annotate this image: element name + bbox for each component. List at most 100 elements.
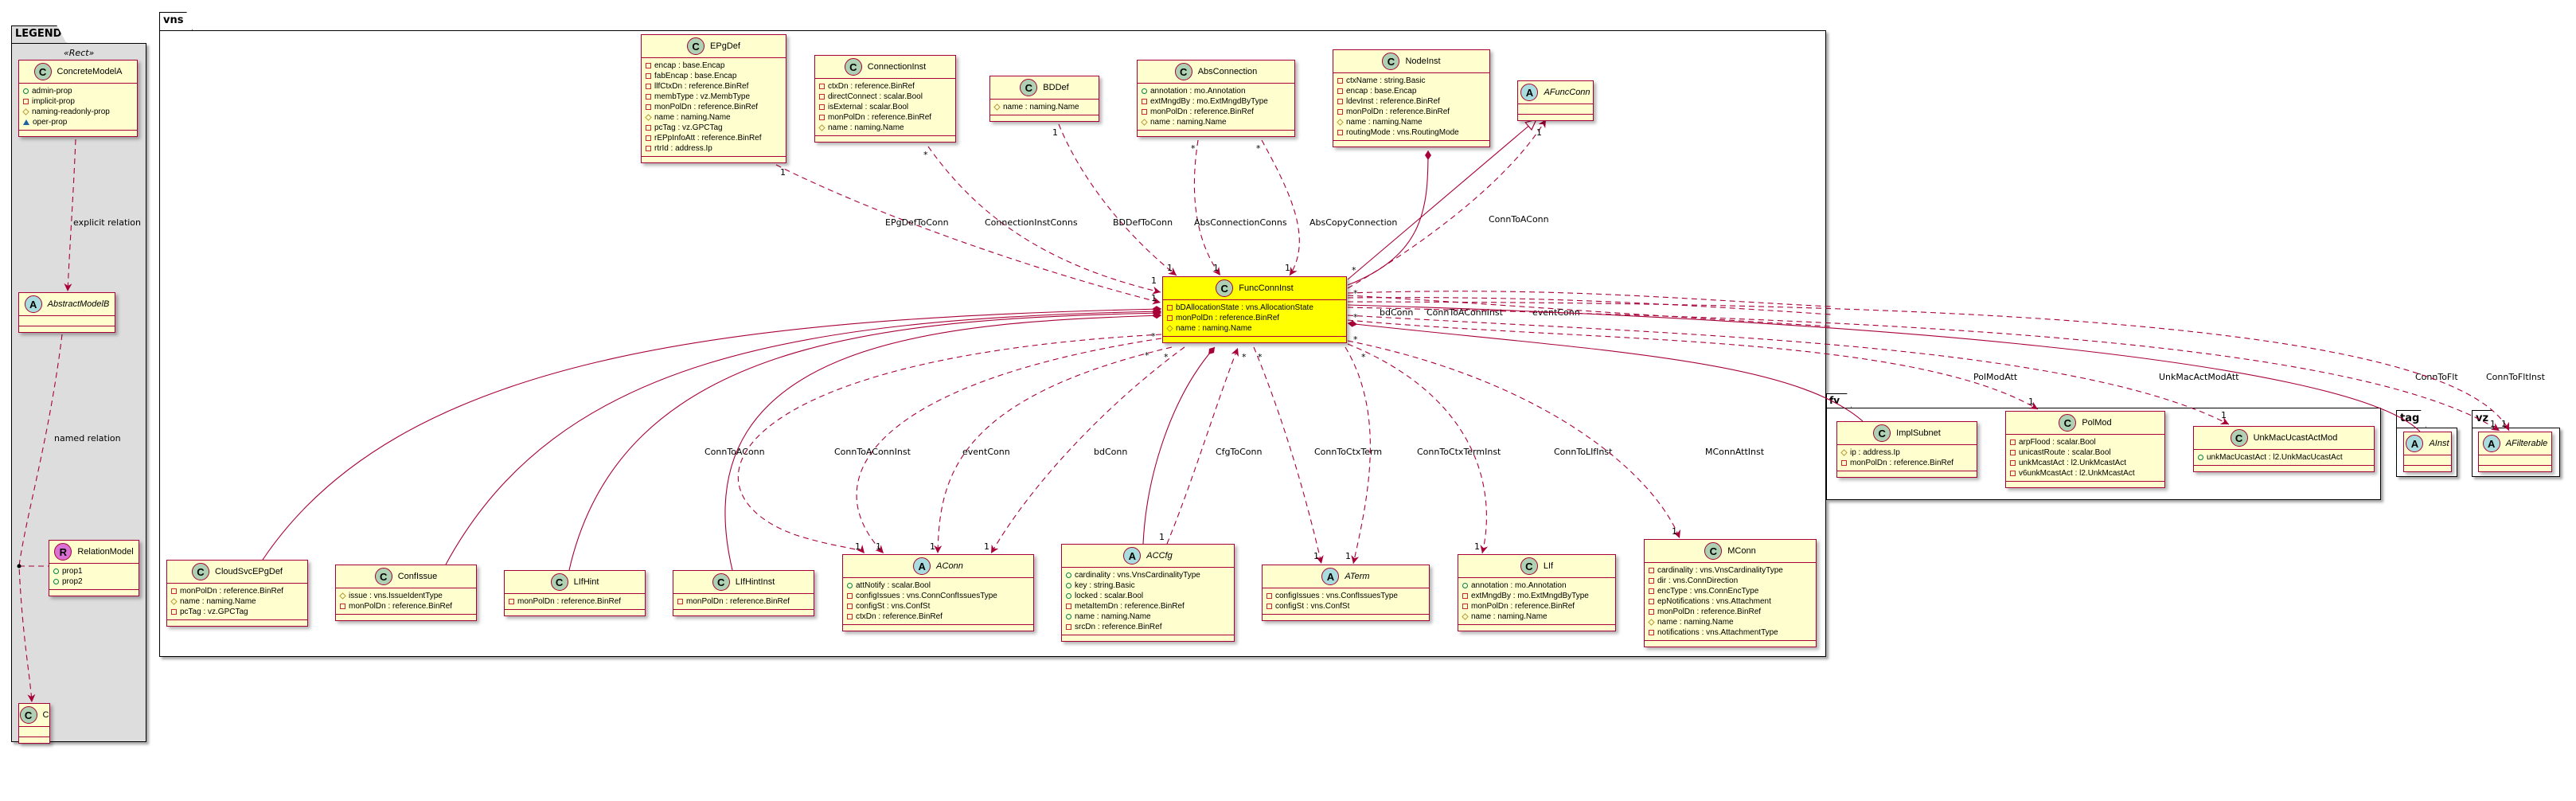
attribute: name : naming.Name — [1141, 117, 1291, 127]
target-multiplicity: 1 — [855, 541, 861, 552]
method-list — [2479, 466, 2551, 471]
attribute-text: monPolDn : reference.BinRef — [180, 587, 284, 596]
attribute-text: metaItemDn : reference.BinRef — [1075, 602, 1185, 611]
attribute: monPolDn : reference.BinRef — [1337, 107, 1486, 117]
relation-label: bdConn — [1094, 447, 1127, 457]
attribute: prop2 — [53, 576, 135, 587]
class-name: EPgDef — [710, 41, 740, 51]
class-name: ATerm — [1345, 572, 1370, 581]
private-visibility-icon — [1462, 593, 1468, 599]
attribute-text: name : naming.Name — [180, 597, 256, 606]
relation-label: ConnToAConn — [704, 447, 765, 457]
method-list — [642, 157, 786, 162]
attribute: monPolDn : reference.BinRef — [1462, 601, 1612, 611]
attribute-text: directConnect : scalar.Bool — [828, 92, 923, 101]
source-multiplicity: * — [1258, 352, 1263, 362]
public-visibility-icon — [1066, 614, 1071, 619]
attribute-text: annotation : mo.Annotation — [1471, 581, 1567, 590]
attribute: ctxDn : reference.BinRef — [847, 611, 1030, 622]
class-name: AbsConnection — [1197, 67, 1258, 76]
attribute: monPolDn : reference.BinRef — [1649, 607, 1813, 617]
attribute: ctxName : string.Basic — [1337, 76, 1486, 86]
private-visibility-icon — [509, 599, 514, 604]
relation-label: AbsConnectionConns — [1194, 217, 1287, 228]
target-multiplicity: 1 — [2028, 397, 2034, 407]
target-multiplicity: 1 — [1672, 526, 1677, 537]
relation-edge-named relation — [18, 334, 63, 703]
attribute-text: name : naming.Name — [654, 113, 731, 122]
target-multiplicity: 1 — [1151, 275, 1157, 286]
attribute-text: pcTag : vz.GPCTag — [180, 608, 248, 616]
package-legend — [11, 43, 146, 742]
public-visibility-icon — [2198, 455, 2203, 460]
attribute: notifications : vns.AttachmentType — [1649, 627, 1813, 638]
source-multiplicity: * — [1352, 265, 1356, 275]
target-multiplicity: 1 — [1151, 293, 1157, 303]
source-multiplicity: 1 — [780, 167, 786, 178]
private-visibility-icon — [819, 94, 825, 100]
association-dot — [17, 564, 21, 569]
protected-visibility-icon — [1166, 325, 1173, 332]
method-list — [2194, 466, 2374, 471]
attribute-text: locked : scalar.Bool — [1075, 592, 1144, 600]
relation-edge-bd-conn — [1347, 295, 1832, 327]
class-icon: C — [1704, 542, 1723, 560]
attribute-text: monPolDn : reference.BinRef — [828, 113, 932, 122]
target-multiplicity: 1 — [2490, 419, 2496, 429]
private-visibility-icon — [1066, 604, 1071, 609]
relation-label: AbsCopyConnection — [1309, 217, 1397, 228]
class-name: RelationModel — [77, 547, 134, 557]
attribute: locked : scalar.Bool — [1066, 591, 1231, 601]
attribute-list — [19, 316, 115, 326]
attribute-text: fabEncap : base.Encap — [654, 72, 737, 80]
attribute: unkMacUcastAct : l2.UnkMacUcastAct — [2198, 452, 2371, 463]
attribute: membType : vz.MembType — [646, 92, 783, 102]
attribute: configIssues : vns.ConfIssuesType — [1267, 591, 1426, 601]
relation-label: EPgDefToConn — [885, 217, 949, 228]
target-multiplicity: 1 — [1313, 551, 1319, 561]
attribute: routingMode : vns.RoutingMode — [1337, 127, 1486, 138]
relation-label: BDDefToConn — [1113, 217, 1173, 228]
attribute-text: name : naming.Name — [1003, 103, 1079, 111]
relation-label: PolModAtt — [1973, 372, 2018, 382]
attribute-text: v6unkMcastAct : l2.UnkMcastAct — [2019, 469, 2135, 478]
attribute-text: unicastRoute : scalar.Bool — [2019, 448, 2111, 457]
source-multiplicity: * — [1353, 312, 1358, 322]
class-icon: C — [1216, 279, 1234, 297]
private-visibility-icon — [1337, 99, 1343, 104]
relation-label: bdConn — [1380, 307, 1413, 318]
method-list — [2006, 482, 2164, 487]
class-name: NodeInst — [1405, 57, 1441, 66]
relation-edge-bddef-to-conn — [1058, 123, 1177, 276]
composition-edge — [1347, 320, 1864, 422]
